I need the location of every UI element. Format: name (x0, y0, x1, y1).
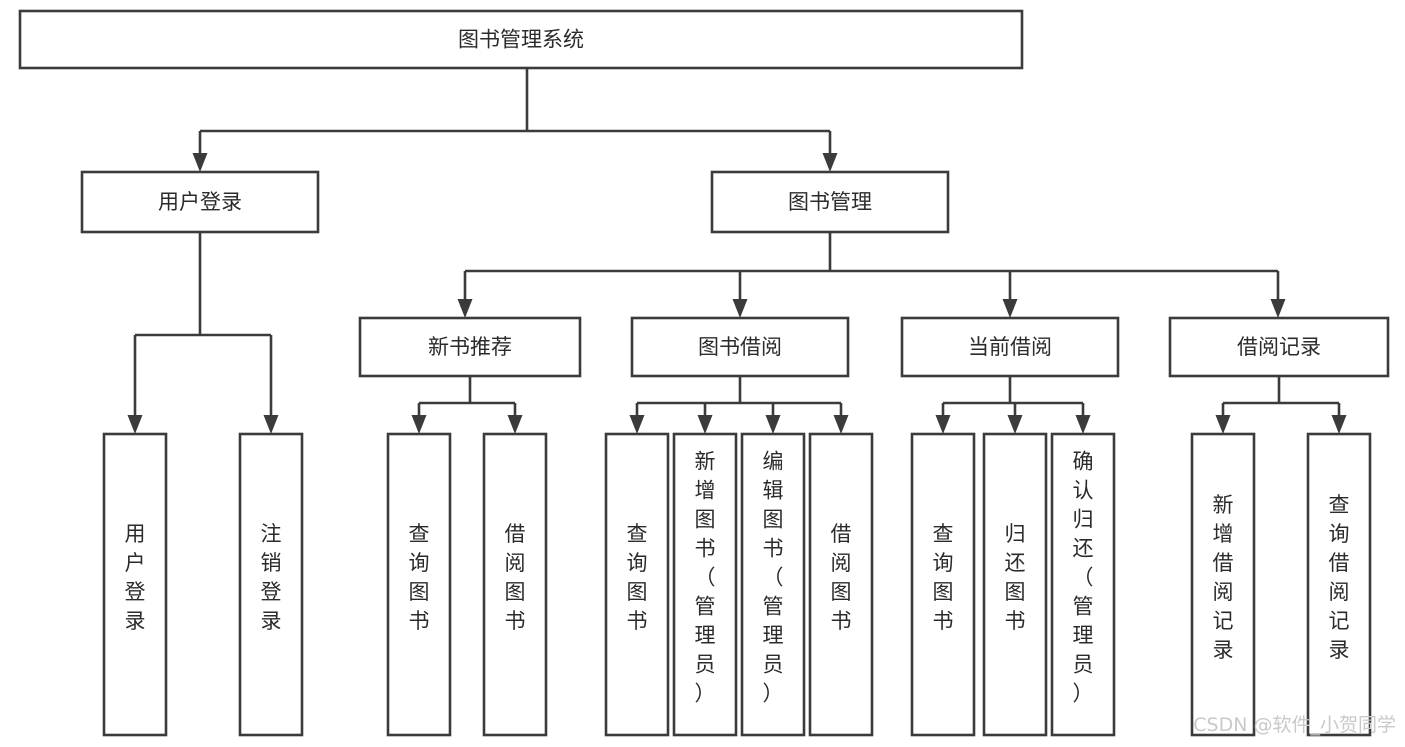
node-label-current-borrow: 当前借阅 (968, 335, 1052, 359)
node-box-root[interactable] (18, 9, 1024, 70)
arrow-leaf-confirm-return (1075, 415, 1091, 434)
node-label-leaf-confirm-return: 确认归还（管理员） (1073, 450, 1094, 706)
node-leaf-borrow-book-1[interactable]: 借阅图书 (482, 432, 548, 737)
node-leaf-logout[interactable]: 注销登录 (238, 432, 304, 737)
node-layer: 图书管理系统用户登录图书管理新书推荐图书借阅当前借阅借阅记录用户登录注销登录查询… (18, 9, 1390, 737)
node-borrow-record[interactable]: 借阅记录 (1168, 316, 1390, 378)
node-box-leaf-query-book-2[interactable] (604, 432, 670, 737)
node-label-leaf-borrow-book-2: 借阅图书 (831, 522, 852, 633)
node-label-leaf-query-record: 查询借阅记录 (1329, 493, 1350, 662)
arrow-book-borrow (732, 299, 748, 318)
node-box-leaf-borrow-book-1[interactable] (482, 432, 548, 737)
node-current-borrow[interactable]: 当前借阅 (900, 316, 1120, 378)
node-label-leaf-user-login: 用户登录 (125, 522, 146, 633)
node-box-borrow-record[interactable] (1168, 316, 1390, 378)
node-label-leaf-edit-book: 编辑图书（管理员） (763, 450, 784, 706)
node-box-user-login[interactable] (80, 170, 320, 234)
node-box-new-book-recommend[interactable] (358, 316, 582, 378)
node-user-login[interactable]: 用户登录 (80, 170, 320, 234)
node-label-leaf-borrow-book-1: 借阅图书 (505, 522, 526, 633)
node-book-borrow[interactable]: 图书借阅 (630, 316, 850, 378)
arrow-leaf-borrow-book-2 (833, 415, 849, 434)
node-label-user-login: 用户登录 (158, 190, 242, 214)
node-root[interactable]: 图书管理系统 (18, 9, 1024, 70)
arrow-leaf-query-book-1 (411, 415, 427, 434)
node-label-leaf-logout: 注销登录 (261, 522, 282, 633)
node-label-book-borrow: 图书借阅 (698, 335, 782, 359)
arrow-leaf-add-record (1215, 415, 1231, 434)
node-box-book-borrow[interactable] (630, 316, 850, 378)
node-book-manage[interactable]: 图书管理 (710, 170, 950, 234)
node-leaf-query-book-2[interactable]: 查询图书 (604, 432, 670, 737)
arrowhead-layer (127, 153, 1347, 434)
arrow-leaf-query-record (1331, 415, 1347, 434)
csdn-watermark: CSDN @软件_小贺同学 (1193, 714, 1396, 736)
node-leaf-add-book[interactable]: 新增图书（管理员） (672, 432, 738, 737)
node-box-leaf-return-book[interactable] (982, 432, 1048, 737)
node-leaf-user-login[interactable]: 用户登录 (102, 432, 168, 737)
arrow-leaf-add-book (697, 415, 713, 434)
arrow-leaf-logout (263, 415, 279, 434)
node-label-root: 图书管理系统 (458, 28, 584, 52)
arrow-leaf-user-login (127, 415, 143, 434)
node-leaf-add-record[interactable]: 新增借阅记录 (1190, 432, 1256, 737)
arrow-leaf-query-book-2 (629, 415, 645, 434)
node-box-leaf-edit-book[interactable] (740, 432, 806, 737)
arrow-leaf-borrow-book-1 (507, 415, 523, 434)
node-box-leaf-add-book[interactable] (672, 432, 738, 737)
node-leaf-edit-book[interactable]: 编辑图书（管理员） (740, 432, 806, 737)
node-new-book-recommend[interactable]: 新书推荐 (358, 316, 582, 378)
arrow-leaf-query-book-3 (935, 415, 951, 434)
node-label-new-book-recommend: 新书推荐 (428, 335, 512, 359)
arrow-current-borrow (1002, 299, 1018, 318)
node-box-leaf-user-login[interactable] (102, 432, 168, 737)
arrow-leaf-edit-book (765, 415, 781, 434)
node-label-leaf-query-book-3: 查询图书 (933, 522, 954, 633)
node-label-borrow-record: 借阅记录 (1237, 335, 1321, 359)
node-leaf-borrow-book-2[interactable]: 借阅图书 (808, 432, 874, 737)
node-box-leaf-borrow-book-2[interactable] (808, 432, 874, 737)
node-box-leaf-query-book-1[interactable] (386, 432, 452, 737)
node-box-leaf-query-record[interactable] (1306, 432, 1372, 737)
node-leaf-query-record[interactable]: 查询借阅记录 (1306, 432, 1372, 737)
node-label-leaf-return-book: 归还图书 (1005, 522, 1026, 633)
node-box-leaf-add-record[interactable] (1190, 432, 1256, 737)
node-leaf-query-book-3[interactable]: 查询图书 (910, 432, 976, 737)
arrow-user-login (192, 153, 208, 172)
node-box-leaf-logout[interactable] (238, 432, 304, 737)
node-box-book-manage[interactable] (710, 170, 950, 234)
node-box-leaf-confirm-return[interactable] (1050, 432, 1116, 737)
node-label-leaf-add-record: 新增借阅记录 (1213, 493, 1234, 662)
node-label-book-manage: 图书管理 (788, 190, 872, 214)
arrow-new-book-recommend (457, 299, 473, 318)
node-box-leaf-query-book-3[interactable] (910, 432, 976, 737)
node-label-leaf-add-book: 新增图书（管理员） (695, 450, 716, 706)
node-leaf-confirm-return[interactable]: 确认归还（管理员） (1050, 432, 1116, 737)
arrow-book-manage (822, 153, 838, 172)
arrow-leaf-return-book (1007, 415, 1023, 434)
node-leaf-return-book[interactable]: 归还图书 (982, 432, 1048, 737)
arrow-borrow-record (1270, 299, 1286, 318)
node-box-current-borrow[interactable] (900, 316, 1120, 378)
node-label-leaf-query-book-1: 查询图书 (409, 522, 430, 633)
node-label-leaf-query-book-2: 查询图书 (627, 522, 648, 633)
node-leaf-query-book-1[interactable]: 查询图书 (386, 432, 452, 737)
